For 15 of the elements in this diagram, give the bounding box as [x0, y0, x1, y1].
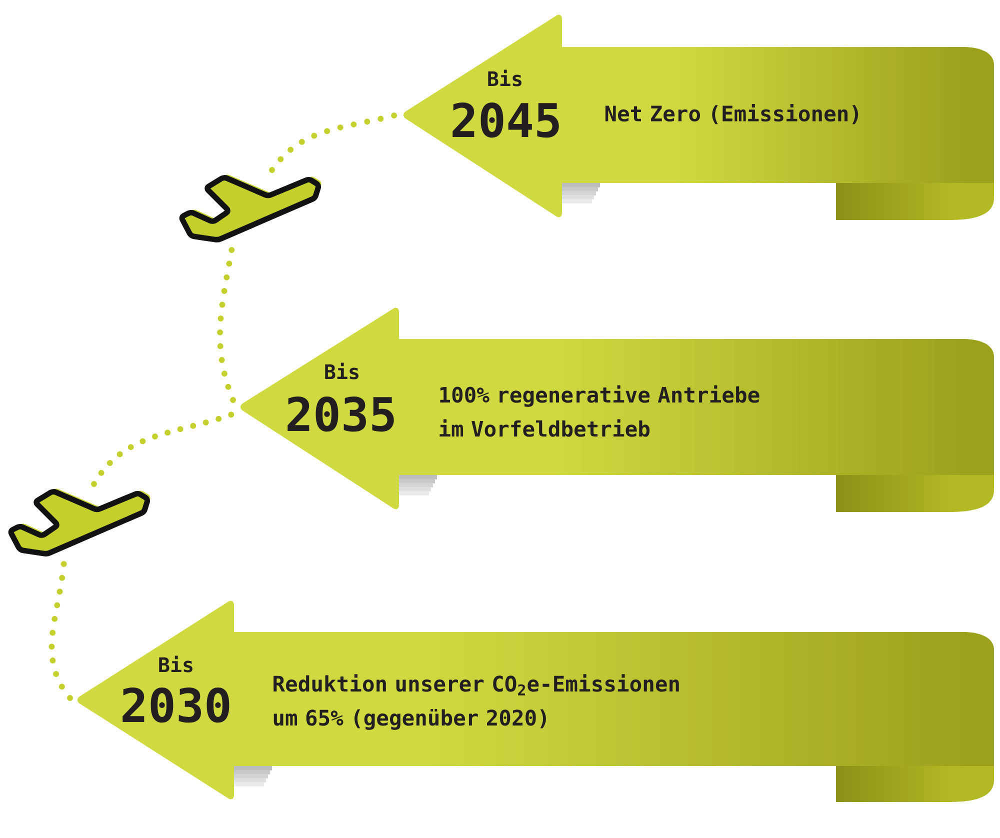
- prefix-label: Bis: [325, 362, 358, 380]
- airplane-icon: [8, 488, 150, 556]
- goal-text: Reduktion unserer CO$_{2}$e-Emissionen um 65% (gegenüber 2020): [274, 674, 679, 730]
- year-label: 2035: [288, 396, 394, 432]
- dotted-path: [91, 411, 236, 487]
- goal-text: Net Zero (Emissionen): [605, 104, 858, 124]
- prefix-label: Bis: [488, 70, 522, 86]
- year-label: 2030: [122, 688, 230, 723]
- dotted-path: [48, 559, 73, 701]
- airplane-icon: [179, 174, 322, 242]
- dotted-path: [217, 245, 236, 403]
- prefix-label: Bis: [159, 656, 192, 672]
- year-label: 2045: [452, 102, 559, 138]
- dotted-path: [269, 112, 399, 173]
- goal-text: 100% regenerative Antriebe im Vorfeldbetrieb: [440, 385, 760, 437]
